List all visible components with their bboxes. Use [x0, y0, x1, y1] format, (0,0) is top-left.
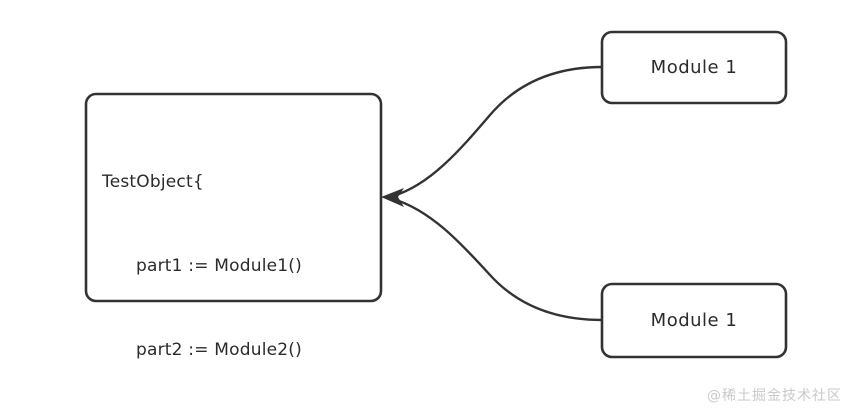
code-line-1: TestObject{: [102, 172, 204, 192]
watermark: @稀土掘金技术社区: [707, 388, 842, 404]
edge-module1-top-to-testobject: [391, 65, 604, 198]
testobject-code-block: TestObject{ part1 := Module1() part2 := …: [102, 112, 372, 411]
testobject-node[interactable]: [84, 92, 383, 303]
code-line-2: part1 := Module1(): [136, 256, 302, 276]
module-node-2[interactable]: [600, 282, 788, 359]
module-node-1[interactable]: [600, 30, 788, 105]
arrowhead-icon: [381, 188, 404, 207]
edge-module1-bottom-to-testobject: [391, 197, 604, 322]
code-line-3: part2 := Module2(): [136, 340, 302, 360]
